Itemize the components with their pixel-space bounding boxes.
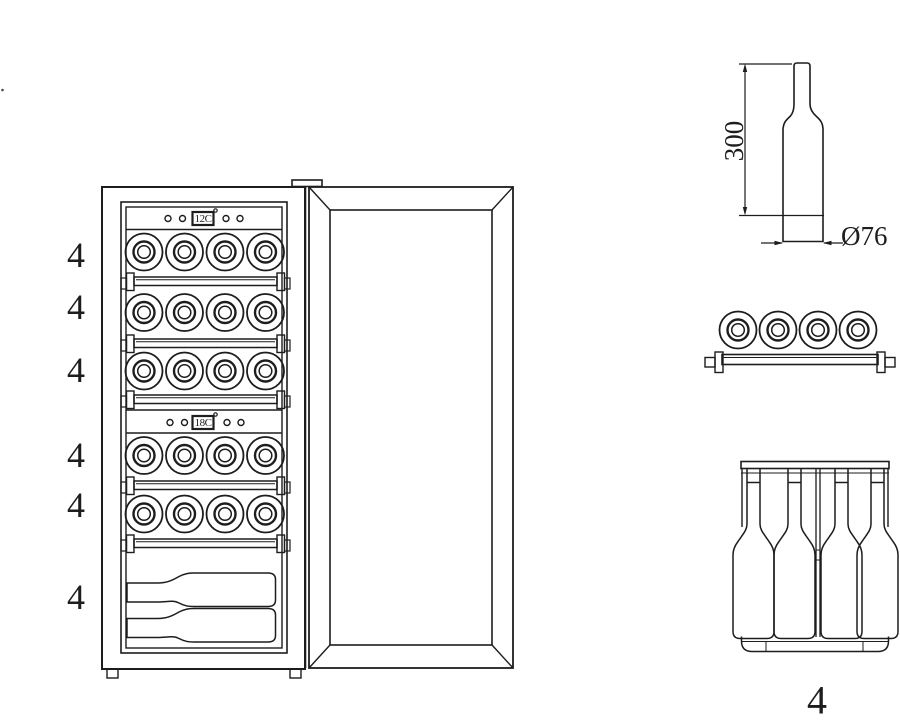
shelf-row-top-view xyxy=(704,310,896,374)
temperature-display xyxy=(191,210,215,227)
base-tray xyxy=(740,636,890,653)
temperature-display xyxy=(191,414,215,431)
upper-zone-temperature: 12C xyxy=(195,213,212,225)
bottle-end-icon xyxy=(164,435,205,476)
bottle-outline xyxy=(782,62,824,243)
bottle-end-icon xyxy=(245,232,286,272)
degree-mark-icon xyxy=(213,208,218,213)
standing-bottle-icon xyxy=(856,468,899,640)
glass-frame-inner xyxy=(125,206,283,649)
capacity-label-row-2: 4 xyxy=(67,287,85,327)
upper-shelf-edge xyxy=(740,460,890,470)
bottle-end-icon xyxy=(124,435,164,476)
bottle-height-value: 300 xyxy=(719,121,749,162)
door-outer-frame xyxy=(308,186,514,669)
panel-button-icon xyxy=(164,214,172,223)
panel-button-icon xyxy=(166,418,174,427)
panel-button-icon xyxy=(223,418,231,427)
bottle-end-icon xyxy=(245,292,286,333)
lying-bottle-icon xyxy=(126,607,277,643)
capacity-label-row-4: 4 xyxy=(67,435,85,475)
standing-row-capacity-label: 4 xyxy=(807,678,827,723)
door-handle xyxy=(291,179,323,188)
dim-arrow-left-icon xyxy=(823,240,832,246)
bottle-end-icon xyxy=(164,351,205,391)
cabinet-foot-right xyxy=(289,668,302,679)
lying-bottle-icon xyxy=(126,572,277,608)
stray-mark xyxy=(1,88,4,92)
door-glass-pane xyxy=(329,209,493,646)
bottle-dimension-detail: 300 Ø76 xyxy=(719,62,888,251)
capacity-label-row-3: 4 xyxy=(67,350,85,390)
dim-arrow-down-icon xyxy=(742,207,748,216)
panel-button-icon xyxy=(178,214,187,223)
panel-button-icon xyxy=(180,418,189,427)
bottle-end-icon xyxy=(798,310,838,350)
bottle-diameter-value: Ø76 xyxy=(841,221,888,251)
standing-bottle-icon xyxy=(820,468,863,640)
standing-bottle-icon xyxy=(773,468,816,640)
bottle-end-icon xyxy=(758,310,798,350)
bottle-end-icon xyxy=(205,292,245,333)
bottle-end-icon xyxy=(245,435,286,476)
upper-zone-bottle-rows xyxy=(124,232,286,391)
height-dimension: 300 xyxy=(719,63,824,217)
standing-bottle-icon xyxy=(732,468,775,640)
dim-arrow-up-icon xyxy=(742,63,748,72)
bottle-end-icon xyxy=(245,494,286,534)
bottle-end-icon xyxy=(124,232,164,272)
wire-shelf xyxy=(120,390,291,410)
shelf-mount-tab-left xyxy=(704,356,716,368)
bottle-end-icon xyxy=(838,310,878,350)
bottle-end-icon xyxy=(124,292,164,333)
bottle-end-icon xyxy=(164,494,205,534)
shelf-mount-tab-right xyxy=(884,356,896,368)
open-door-view xyxy=(304,186,514,669)
door-mitre-bottom-right xyxy=(491,644,514,669)
door-mitre-top-left xyxy=(308,186,331,211)
bottle-end-icon xyxy=(124,494,164,534)
degree-mark-icon xyxy=(213,412,218,417)
bottle-end-icon xyxy=(164,292,205,333)
panel-button-icon xyxy=(222,214,230,223)
bottle-end-icon xyxy=(124,351,164,391)
wire-shelf xyxy=(120,272,291,292)
wire-shelf xyxy=(120,534,291,554)
cabinet-foot-left xyxy=(106,668,119,679)
bottle-end-icon xyxy=(205,351,245,391)
bottle-end-icon xyxy=(164,232,205,272)
glass-frame-outer xyxy=(120,201,288,654)
shelf-rail xyxy=(721,353,879,366)
door-mitre-top-right xyxy=(491,186,514,211)
bottle-end-icon xyxy=(205,494,245,534)
lower-zone-control-panel: 18C xyxy=(126,409,282,434)
wire-shelf xyxy=(120,476,291,496)
wire-shelf xyxy=(120,334,291,354)
lower-zone-temperature: 18C xyxy=(195,417,212,429)
capacity-label-row-5: 4 xyxy=(67,485,85,525)
diameter-dimension: Ø76 xyxy=(761,221,888,251)
bottle-end-icon xyxy=(718,310,758,350)
shelf-capacity-labels: 4 4 4 4 4 4 xyxy=(67,235,85,617)
capacity-label-row-1: 4 xyxy=(67,235,85,275)
panel-button-icon xyxy=(236,214,244,223)
bottle-end-icon xyxy=(205,435,245,476)
capacity-label-row-6: 4 xyxy=(67,577,85,617)
dim-arrow-right-icon xyxy=(774,240,783,246)
bottom-compartment-lying-bottles xyxy=(126,572,277,643)
wine-cooler-front-view: 12C 18C xyxy=(101,179,323,679)
bottle-end-icon xyxy=(245,351,286,391)
panel-button-icon xyxy=(237,418,245,427)
standing-bottles-view: 4 xyxy=(732,460,899,723)
upper-zone-control-panel: 12C xyxy=(126,208,282,231)
lower-zone-bottle-rows xyxy=(124,435,286,534)
bottle-end-icon xyxy=(205,232,245,272)
door-mitre-bottom-left xyxy=(308,644,331,669)
